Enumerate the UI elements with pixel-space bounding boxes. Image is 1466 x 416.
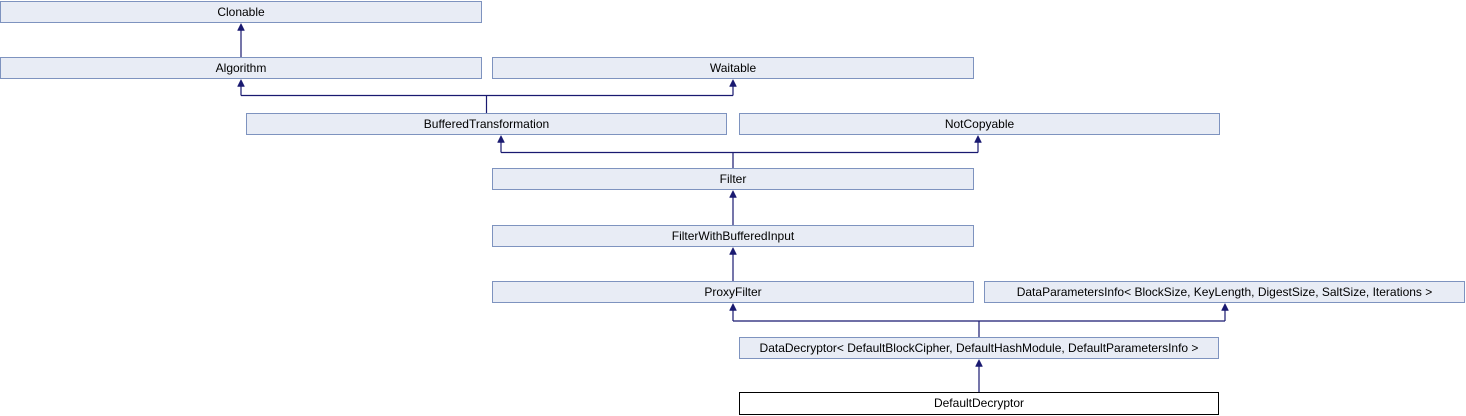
- edge-filter-to-bufferedtransformation-and-notcopyable: [497, 134, 982, 168]
- class-node-waitable[interactable]: Waitable: [492, 57, 974, 79]
- class-node-dataparametersinfo[interactable]: DataParametersInfo< BlockSize, KeyLength…: [984, 281, 1465, 303]
- arrowhead-icon: [729, 302, 737, 311]
- arrowhead-icon: [497, 134, 505, 143]
- arrowhead-icon: [237, 78, 245, 87]
- class-node-filter[interactable]: Filter: [492, 168, 974, 190]
- class-node-bufferedtransformation[interactable]: BufferedTransformation: [246, 113, 727, 135]
- edge-algorithm-to-clonable: [237, 22, 245, 57]
- class-node-algorithm[interactable]: Algorithm: [0, 57, 482, 79]
- class-node-defaultdecryptor-current[interactable]: DefaultDecryptor: [739, 392, 1219, 415]
- arrowhead-icon: [729, 78, 737, 87]
- edge-proxyfilter-to-filterwithbufferedinput: [729, 246, 737, 281]
- arrowhead-icon: [237, 22, 245, 31]
- arrowhead-icon: [729, 189, 737, 198]
- arrowhead-icon: [729, 246, 737, 255]
- class-node-clonable[interactable]: Clonable: [0, 1, 482, 23]
- edge-datadecryptor-to-proxyfilter-and-dataparametersinfo: [729, 302, 1229, 337]
- class-node-datadecryptor[interactable]: DataDecryptor< DefaultBlockCipher, Defau…: [739, 337, 1219, 359]
- class-node-notcopyable[interactable]: NotCopyable: [739, 113, 1220, 135]
- edge-defaultdecryptor-to-datadecryptor: [975, 358, 983, 392]
- edge-filterwithbufferedinput-to-filter: [729, 189, 737, 225]
- arrowhead-icon: [1221, 302, 1229, 311]
- class-node-proxyfilter[interactable]: ProxyFilter: [492, 281, 974, 303]
- arrowhead-icon: [975, 358, 983, 367]
- arrowhead-icon: [974, 134, 982, 143]
- edge-bufferedtransformation-to-algorithm-and-waitable: [237, 78, 737, 113]
- class-node-filterwithbufferedinput[interactable]: FilterWithBufferedInput: [492, 225, 974, 247]
